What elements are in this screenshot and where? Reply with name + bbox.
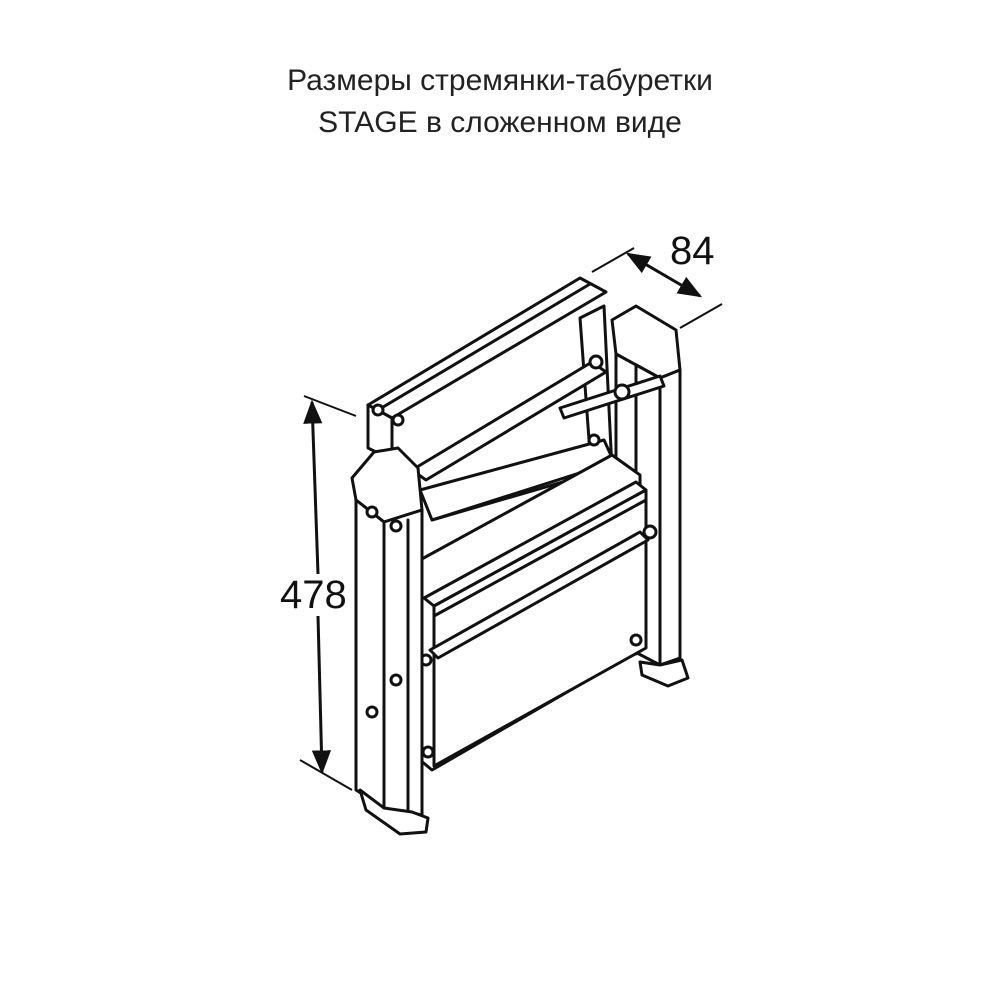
depth-dimension [591,247,723,329]
back-left-upright [366,403,405,462]
diagram-title: Размеры стремянки-табуретки STAGE в слож… [0,60,1000,144]
height-dimension [299,395,357,791]
lower-step-panel [418,453,658,772]
title-line-2: STAGE в сложенном виде [318,106,682,139]
upper-step [410,304,616,522]
upper-cross-bar [558,374,666,420]
front-left-post [350,446,430,836]
title-line-1: Размеры стремянки-табуретки [287,64,713,97]
depth-value: 84 [670,229,715,273]
height-value: 478 [280,573,347,617]
